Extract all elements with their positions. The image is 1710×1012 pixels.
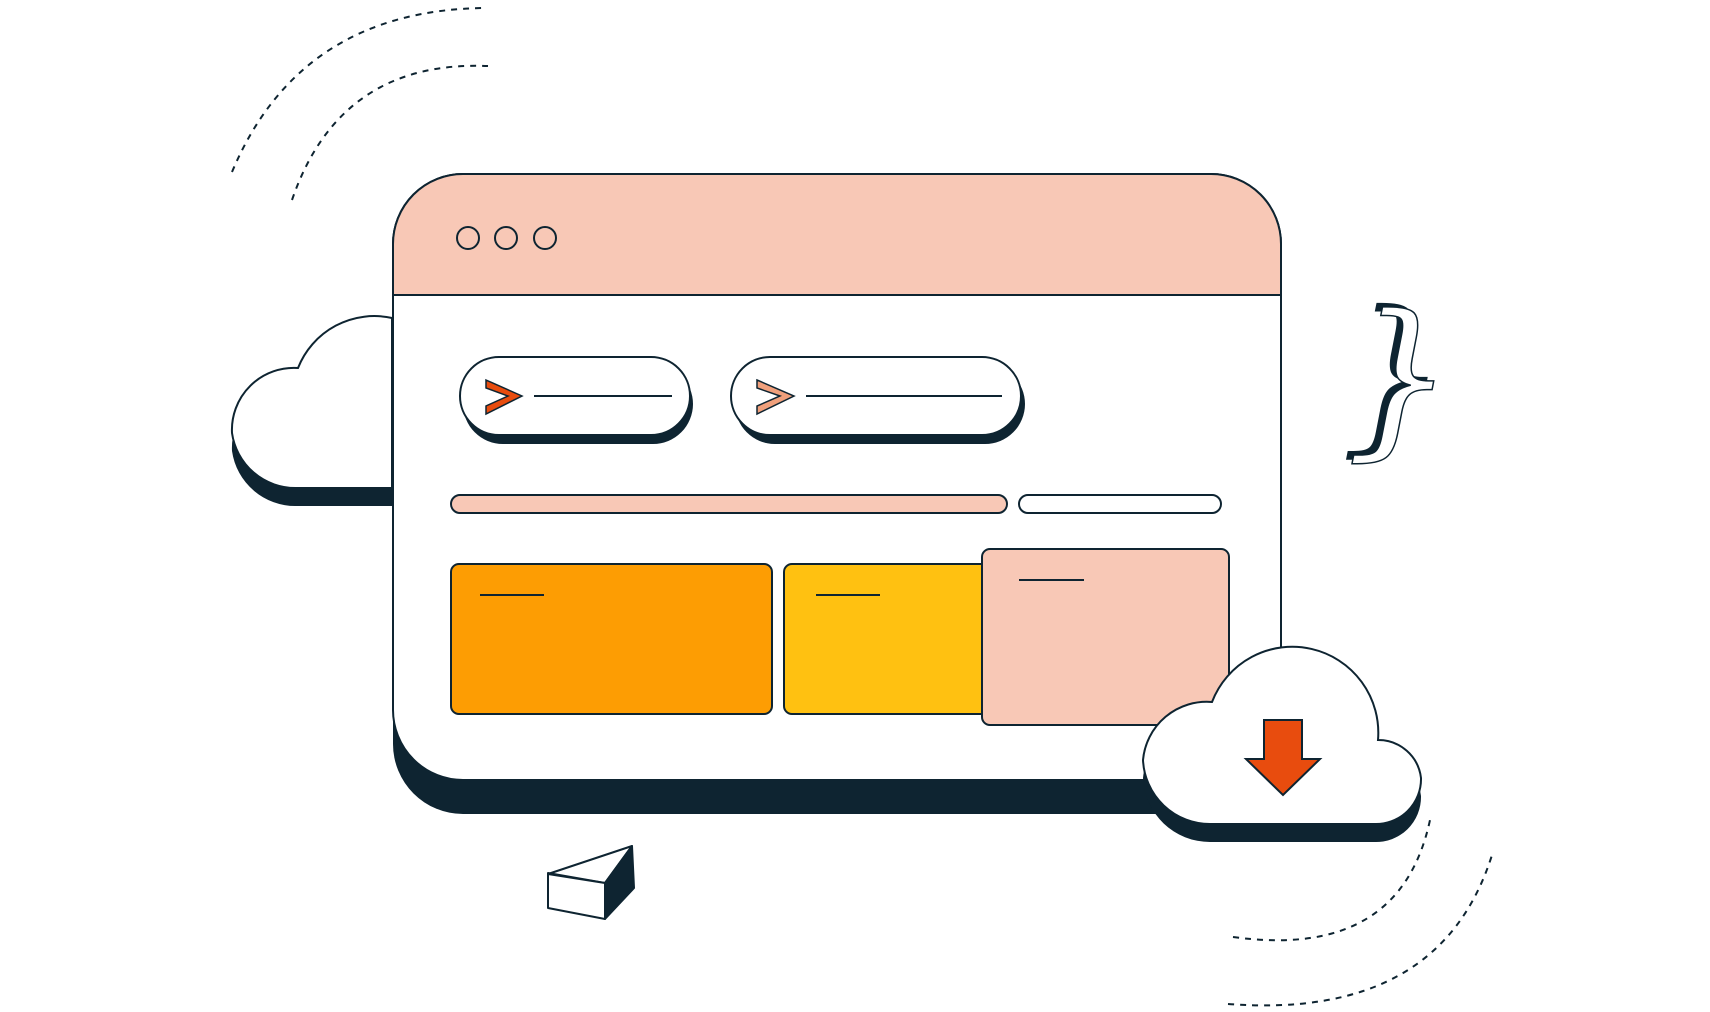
card-peach[interactable] — [981, 548, 1230, 726]
card-orange[interactable] — [450, 563, 773, 715]
card-yellow[interactable] — [783, 563, 1003, 715]
progress-bar-remaining — [1018, 494, 1222, 514]
cube-icon — [547, 845, 635, 920]
chevron-right-icon — [756, 378, 796, 416]
download-arrow-icon — [1243, 719, 1323, 797]
browser-window — [392, 173, 1282, 814]
cloud-download-icon[interactable] — [1141, 645, 1423, 843]
browser-header-bar — [392, 173, 1282, 296]
dashed-arc-inner-br — [1232, 819, 1431, 942]
svg-text:}: } — [1346, 279, 1454, 477]
progress-bar — [450, 494, 1222, 514]
dashed-arc-top-left — [231, 7, 489, 201]
dashed-arc-outer — [231, 7, 486, 173]
dashed-arc-bottom-right — [1227, 819, 1493, 1007]
dashed-arc-outer-br — [1227, 854, 1493, 1007]
window-control-dot[interactable] — [533, 226, 557, 250]
chevron-right-icon — [485, 378, 524, 416]
svg-text:}: } — [1340, 275, 1448, 473]
command-pill-2[interactable] — [730, 356, 1025, 444]
progress-bar-fill — [450, 494, 1008, 514]
curly-brace-icon: } } — [1340, 275, 1455, 478]
cloud-icon-left — [230, 315, 393, 507]
command-pill-1[interactable] — [459, 356, 693, 444]
window-control-dot[interactable] — [494, 226, 518, 250]
dashed-arc-inner — [291, 64, 489, 201]
window-control-dot[interactable] — [456, 226, 480, 250]
